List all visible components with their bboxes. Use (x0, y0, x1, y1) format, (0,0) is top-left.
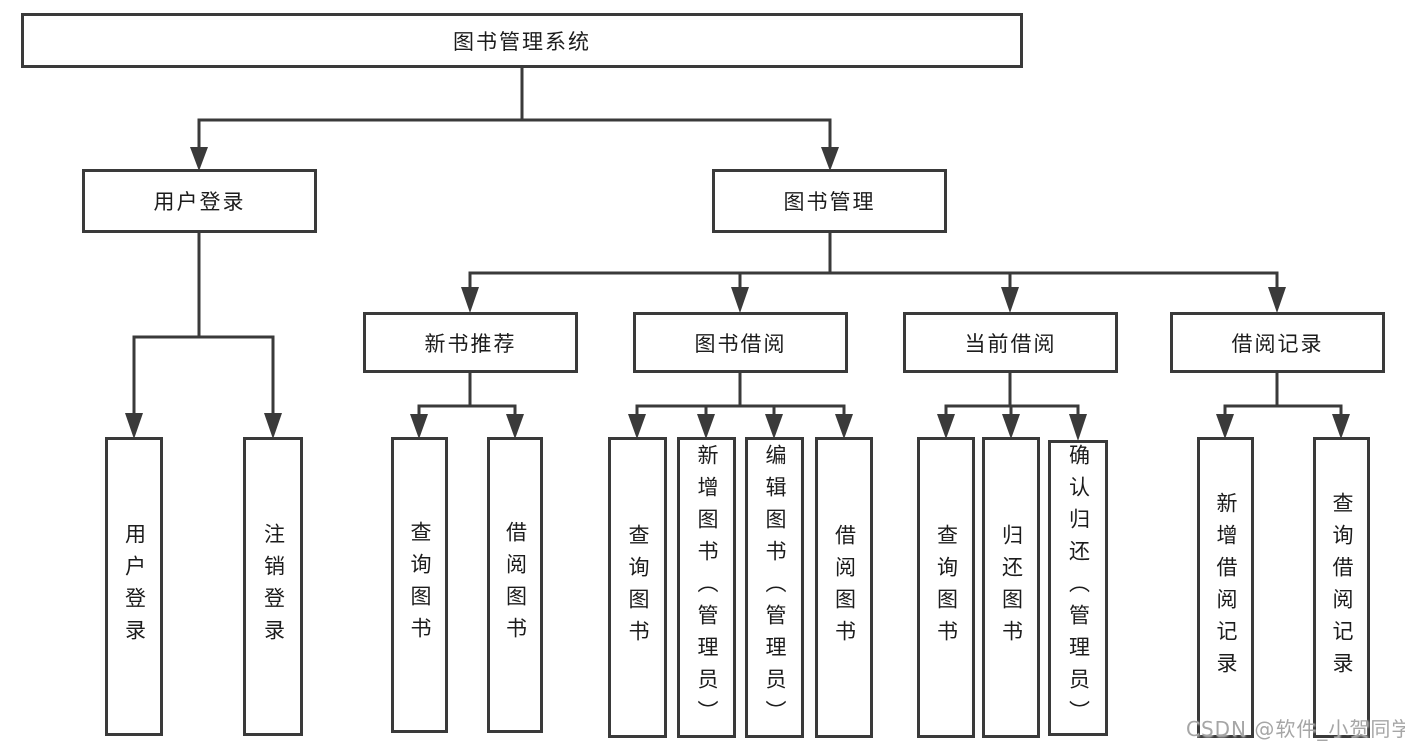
connector-book-mgmt (468, 231, 1279, 290)
node-bb-edit-books-admin-label: 编辑图书（管理员） (763, 443, 788, 732)
arrow-to-bb-edit-books-admin (765, 414, 783, 439)
node-rec-borrow-books: 借阅图书 (487, 437, 543, 733)
connector-current-borrow (944, 371, 1080, 417)
arrowheads (125, 147, 1350, 441)
arrow-to-new-book-rec (461, 287, 479, 313)
node-br-add-record-label: 新增借阅记录 (1214, 491, 1239, 684)
arrow-to-bb-query-books (628, 414, 646, 439)
arrow-to-cb-confirm-return-admin (1069, 414, 1087, 441)
node-current-borrow: 当前借阅 (903, 312, 1118, 373)
node-bb-edit-books-admin: 编辑图书（管理员） (745, 437, 804, 738)
connector-user-login (132, 231, 275, 416)
connector-new-book-rec (417, 371, 517, 417)
node-rec-query-books-label: 查询图书 (408, 521, 433, 649)
node-user-login-action-label: 用户登录 (122, 522, 147, 651)
arrow-to-book-mgmt (821, 147, 839, 171)
node-cb-query-books: 查询图书 (917, 437, 975, 738)
watermark: CSDN @软件_小贺同学 (1186, 717, 1405, 741)
node-bb-borrow-books: 借阅图书 (815, 437, 873, 738)
node-new-book-rec-label: 新书推荐 (424, 331, 517, 356)
node-current-borrow-label: 当前借阅 (964, 331, 1057, 356)
node-logout-action-label: 注销登录 (261, 522, 286, 651)
arrow-to-logout-action (264, 413, 282, 439)
node-user-login-label: 用户登录 (153, 190, 246, 214)
node-br-query-record: 查询借阅记录 (1313, 437, 1370, 738)
node-cb-confirm-return-admin: 确认归还（管理员） (1048, 440, 1108, 736)
node-rec-borrow-books-label: 借阅图书 (503, 521, 528, 649)
node-book-mgmt-label: 图书管理 (783, 190, 876, 214)
arrow-to-book-borrow (731, 287, 749, 313)
node-bb-borrow-books-label: 借阅图书 (832, 523, 857, 652)
node-br-query-record-label: 查询借阅记录 (1330, 491, 1355, 684)
arrow-to-cb-query-books (937, 414, 955, 439)
arrow-to-br-add-record (1216, 414, 1234, 439)
node-br-add-record: 新增借阅记录 (1197, 437, 1254, 738)
arrow-to-user-login-action (125, 413, 143, 439)
node-borrow-records-label: 借阅记录 (1231, 331, 1324, 356)
arrow-to-bb-add-books-admin (697, 414, 715, 439)
node-book-borrow-label: 图书借阅 (694, 331, 787, 356)
arrow-to-current-borrow (1001, 287, 1019, 313)
arrow-to-rec-query-books (410, 414, 428, 439)
arrow-to-rec-borrow-books (506, 414, 524, 439)
arrow-to-bb-borrow-books (835, 414, 853, 439)
node-cb-return-books: 归还图书 (982, 437, 1040, 738)
node-book-borrow: 图书借阅 (633, 312, 848, 373)
arrow-to-user-login (190, 147, 208, 171)
node-bb-add-books-admin-label: 新增图书（管理员） (695, 443, 720, 732)
arrow-to-borrow-records (1268, 287, 1286, 313)
connector-book-borrow (635, 371, 846, 417)
node-new-book-rec: 新书推荐 (363, 312, 578, 373)
node-rec-query-books: 查询图书 (391, 437, 448, 733)
node-cb-query-books-label: 查询图书 (934, 523, 959, 652)
connector-borrow-records (1223, 371, 1343, 417)
node-root-label: 图书管理系统 (453, 29, 591, 54)
node-logout-action: 注销登录 (243, 437, 303, 736)
connector-root (197, 66, 832, 150)
node-cb-confirm-return-admin-label: 确认归还（管理员） (1066, 444, 1091, 732)
arrow-to-br-query-record (1332, 414, 1350, 439)
node-cb-return-books-label: 归还图书 (999, 523, 1024, 652)
arrow-to-cb-return-books (1002, 414, 1020, 439)
node-user-login-action: 用户登录 (105, 437, 163, 736)
node-root: 图书管理系统 (21, 13, 1023, 68)
node-user-login: 用户登录 (82, 169, 317, 233)
node-bb-add-books-admin: 新增图书（管理员） (677, 437, 736, 738)
node-bb-query-books-label: 查询图书 (626, 523, 651, 652)
node-bb-query-books: 查询图书 (608, 437, 667, 738)
node-book-mgmt: 图书管理 (712, 169, 947, 233)
node-borrow-records: 借阅记录 (1170, 312, 1385, 373)
